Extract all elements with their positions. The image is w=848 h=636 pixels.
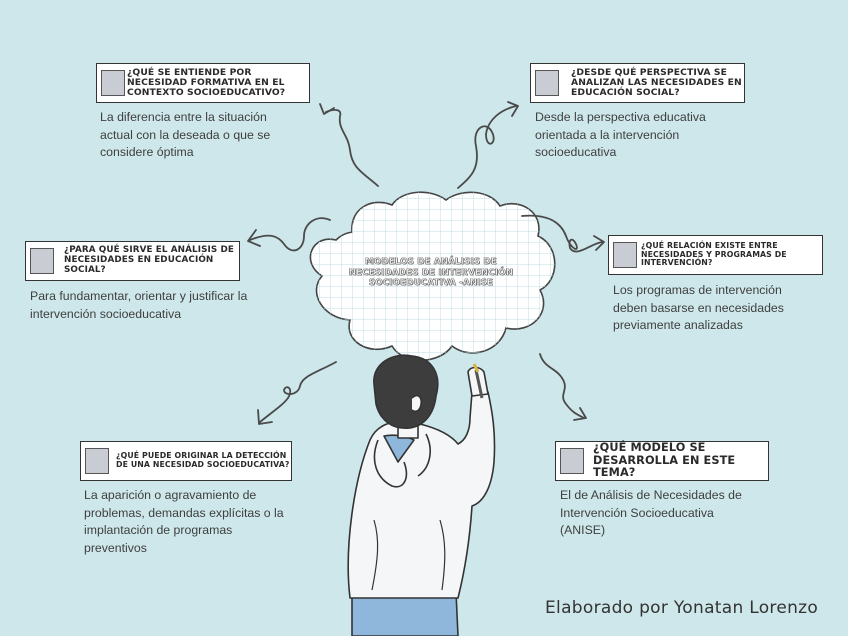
question-box-3: ¿PARA QUÉ SIRVE EL ANÁLISIS DE NECESIDAD… (25, 241, 240, 281)
marker (474, 369, 484, 399)
question-text: ¿QUÉ MODELO SE DESARROLLA EN ESTE TEMA? (593, 441, 736, 480)
thought-cloud (309, 191, 556, 362)
image-placeholder-icon (560, 448, 584, 474)
image-placeholder-icon (613, 242, 637, 268)
arrow-bottom-right-head (573, 407, 587, 421)
answer-text: El de Análisis de Necesidades de Interve… (560, 488, 742, 537)
question-box-6: ¿QUÉ MODELO SE DESARROLLA EN ESTE TEMA? (555, 441, 769, 481)
question-text: ¿DESDE QUÉ PERSPECTIVA SE ANALIZAN LAS N… (571, 66, 742, 99)
question-box-5: ¿QUÉ PUEDE ORIGINAR LA DETECCIÓN DE UNA … (80, 441, 292, 481)
image-placeholder-icon (85, 448, 109, 474)
hoodie-fold-2 (439, 519, 446, 591)
answer-text: Desde la perspectiva educativa orientada… (535, 110, 706, 159)
arrow-bottom-left-head (257, 409, 273, 425)
image-placeholder-icon (101, 70, 125, 96)
arrow-top-right (457, 105, 517, 189)
question-box-2: ¿DESDE QUÉ PERSPECTIVA SE ANALIZAN LAS N… (530, 63, 745, 103)
connector-arrows (247, 101, 605, 425)
image-placeholder-icon (30, 248, 54, 274)
arrow-top-left (325, 109, 379, 187)
arrow-top-left-head (319, 103, 335, 115)
hoodie-hood-right (417, 433, 431, 477)
question-text: ¿QUÉ PUEDE ORIGINAR LA DETECCIÓN DE UNA … (116, 451, 290, 469)
arrow-left-head (247, 229, 261, 247)
center-title: MODELOS DE ANÁLISIS DE NECESIDADES DE IN… (348, 257, 514, 288)
ear (411, 394, 423, 413)
arrow-right-head (593, 235, 605, 251)
hoodie-hood (373, 439, 408, 488)
question-text: ¿PARA QUÉ SIRVE EL ANÁLISIS DE NECESIDAD… (64, 245, 235, 275)
hoodie-fold (371, 519, 379, 591)
arrow-bottom-left (259, 361, 337, 423)
author-credit: Elaborado por Yonatan Lorenzo (545, 598, 819, 618)
hoodie (347, 391, 496, 599)
question-box-4: ¿QUÉ RELACIÓN EXISTE ENTRE NECESIDADES Y… (608, 235, 823, 275)
question-text: ¿QUÉ SE ENTIENDE POR NECESIDAD FORMATIVA… (127, 66, 286, 99)
head-hair (373, 354, 439, 429)
person-illustration (347, 354, 496, 636)
question-box-1: ¿QUÉ SE ENTIENDE POR NECESIDAD FORMATIVA… (96, 63, 310, 103)
marker-cap (472, 363, 480, 373)
image-placeholder-icon (535, 70, 559, 96)
arrow-top-right-head (507, 101, 519, 117)
arrow-left (249, 217, 331, 252)
arrow-bottom-right (539, 353, 585, 419)
question-text: ¿QUÉ RELACIÓN EXISTE ENTRE NECESIDADES Y… (641, 240, 787, 268)
answer-text: La aparición o agravamiento de problemas… (84, 488, 284, 555)
answer-text: La diferencia entre la situación actual … (100, 110, 271, 159)
answer-text: Para fundamentar, orientar y justificar … (30, 289, 248, 321)
arrow-right (521, 214, 603, 253)
answer-text: Los programas de intervención deben basa… (613, 283, 784, 332)
